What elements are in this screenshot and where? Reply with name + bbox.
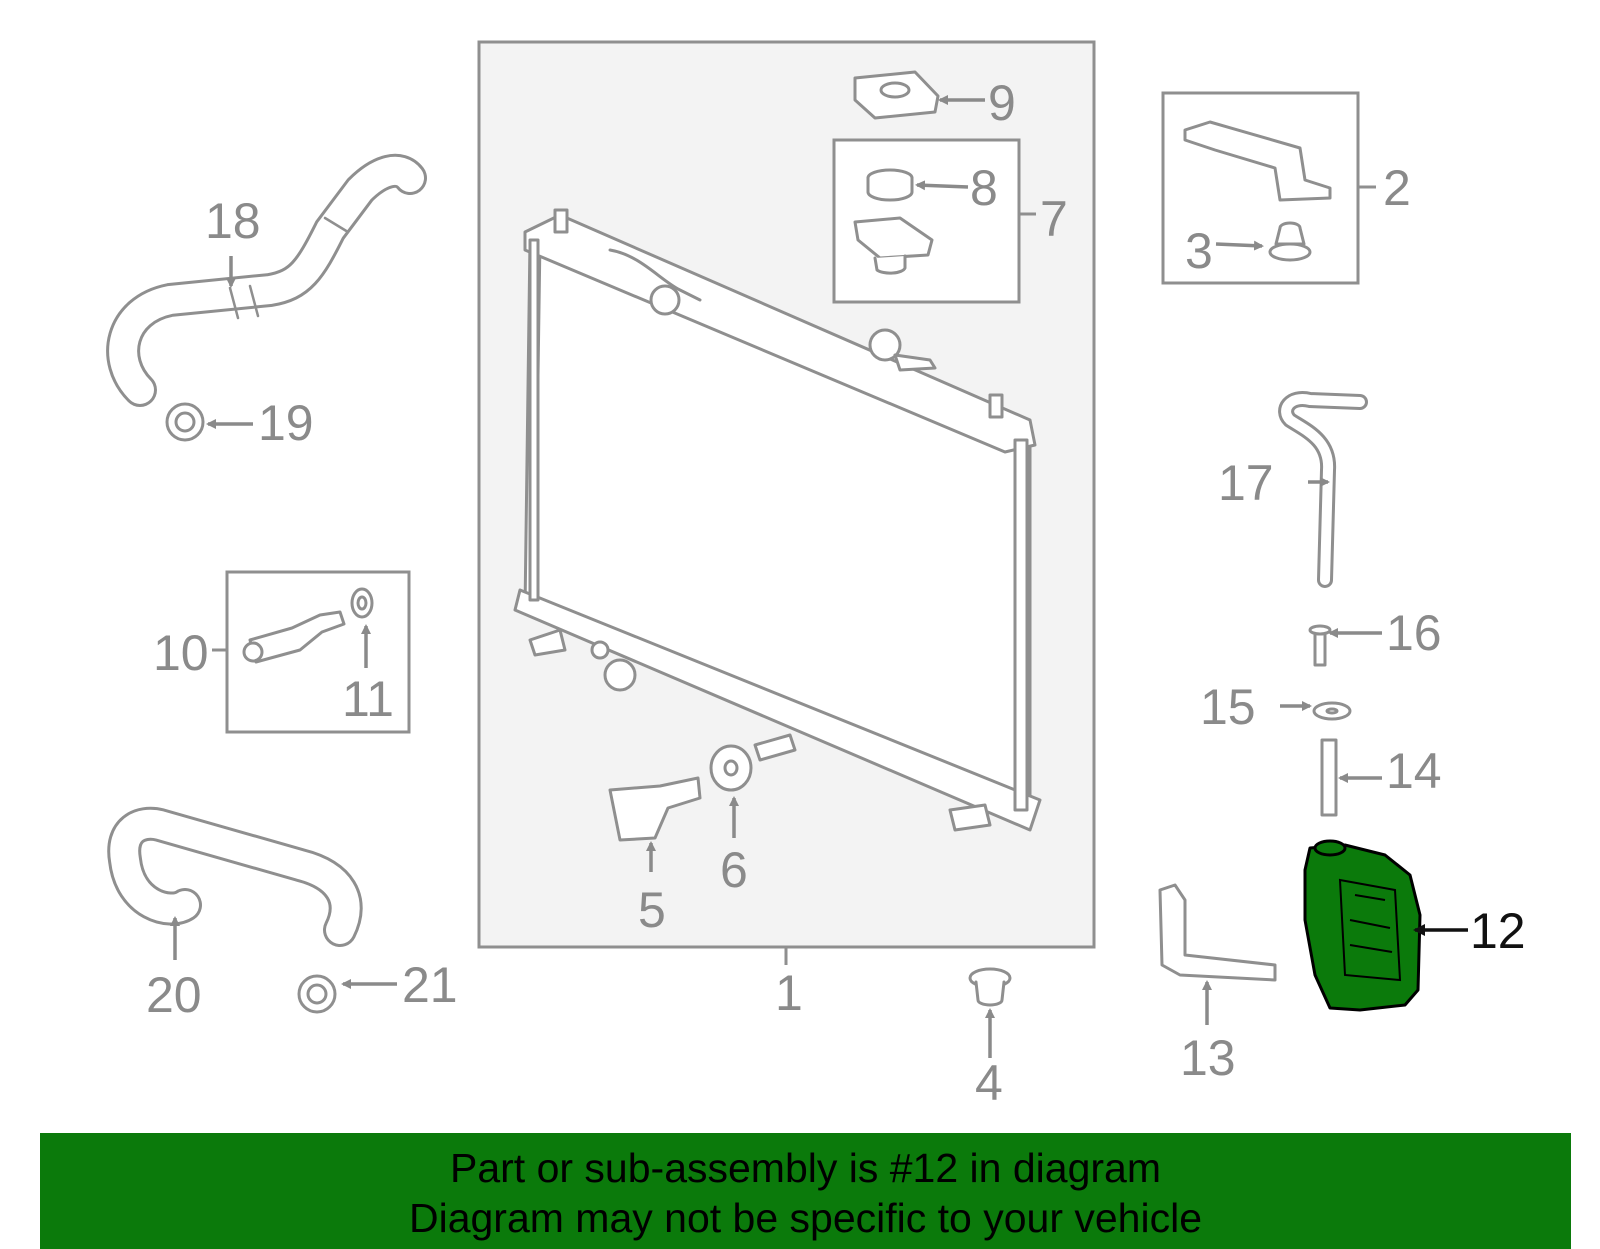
callout-labels: 1 2 3 4 5 6 7 8 9 10 11 12 13 14 15 16 1… bbox=[146, 75, 1526, 1111]
hose-18-illustration bbox=[106, 153, 427, 407]
callout-6: 6 bbox=[720, 842, 748, 898]
washer-11-illustration bbox=[350, 587, 374, 619]
callout-1: 1 bbox=[775, 965, 803, 1021]
part-9-illustration bbox=[853, 70, 940, 120]
callout-11: 11 bbox=[342, 671, 394, 727]
radiator-cap-illustration bbox=[853, 216, 934, 275]
callout-9: 9 bbox=[988, 75, 1016, 131]
callout-21: 21 bbox=[402, 957, 458, 1013]
callout-8: 8 bbox=[970, 160, 998, 216]
grommet-4-illustration bbox=[968, 967, 1012, 1007]
sensor-5-illustration bbox=[608, 776, 702, 842]
callout-4: 4 bbox=[975, 1055, 1003, 1111]
sub-box-10 bbox=[212, 570, 411, 734]
part-8-illustration bbox=[866, 168, 914, 202]
callout-13: 13 bbox=[1180, 1030, 1236, 1086]
callout-16: 16 bbox=[1386, 605, 1442, 661]
info-banner: Part or sub-assembly is #12 in diagram D… bbox=[40, 1133, 1571, 1249]
pin-16-illustration bbox=[1308, 624, 1332, 667]
banner-line-2: Diagram may not be specific to your vehi… bbox=[408, 1195, 1202, 1241]
washer-6-illustration bbox=[709, 744, 753, 792]
callout-10: 10 bbox=[153, 625, 209, 681]
callout-14: 14 bbox=[1386, 743, 1442, 799]
leader-arrows bbox=[170, 95, 1382, 1058]
callout-20: 20 bbox=[146, 967, 202, 1023]
callout-17: 17 bbox=[1218, 455, 1274, 511]
sensor-10-illustration bbox=[242, 610, 346, 664]
part-3-illustration bbox=[1268, 221, 1312, 262]
bracket-13-illustration bbox=[1158, 883, 1277, 982]
callout-7: 7 bbox=[1040, 191, 1068, 247]
callout-18: 18 bbox=[205, 193, 261, 249]
hose-17-illustration bbox=[1278, 391, 1368, 588]
reservoir-tank-12-illustration bbox=[1303, 839, 1422, 1012]
callout-15: 15 bbox=[1200, 679, 1256, 735]
callout-3: 3 bbox=[1185, 223, 1213, 279]
callout-2: 2 bbox=[1383, 160, 1411, 216]
pipe-14-illustration bbox=[1320, 738, 1338, 817]
washer-15-illustration bbox=[1312, 701, 1352, 721]
callout-12: 12 bbox=[1470, 903, 1526, 959]
clamp-21-illustration bbox=[297, 974, 337, 1014]
hose-20-illustration bbox=[107, 806, 363, 947]
callout-19: 19 bbox=[258, 395, 314, 451]
clamp-19-illustration bbox=[165, 402, 205, 442]
callout-5: 5 bbox=[638, 882, 666, 938]
radiator-core-illustration bbox=[513, 208, 1042, 832]
bracket-2-illustration bbox=[1183, 120, 1332, 202]
banner-line-1: Part or sub-assembly is #12 in diagram bbox=[450, 1145, 1161, 1191]
